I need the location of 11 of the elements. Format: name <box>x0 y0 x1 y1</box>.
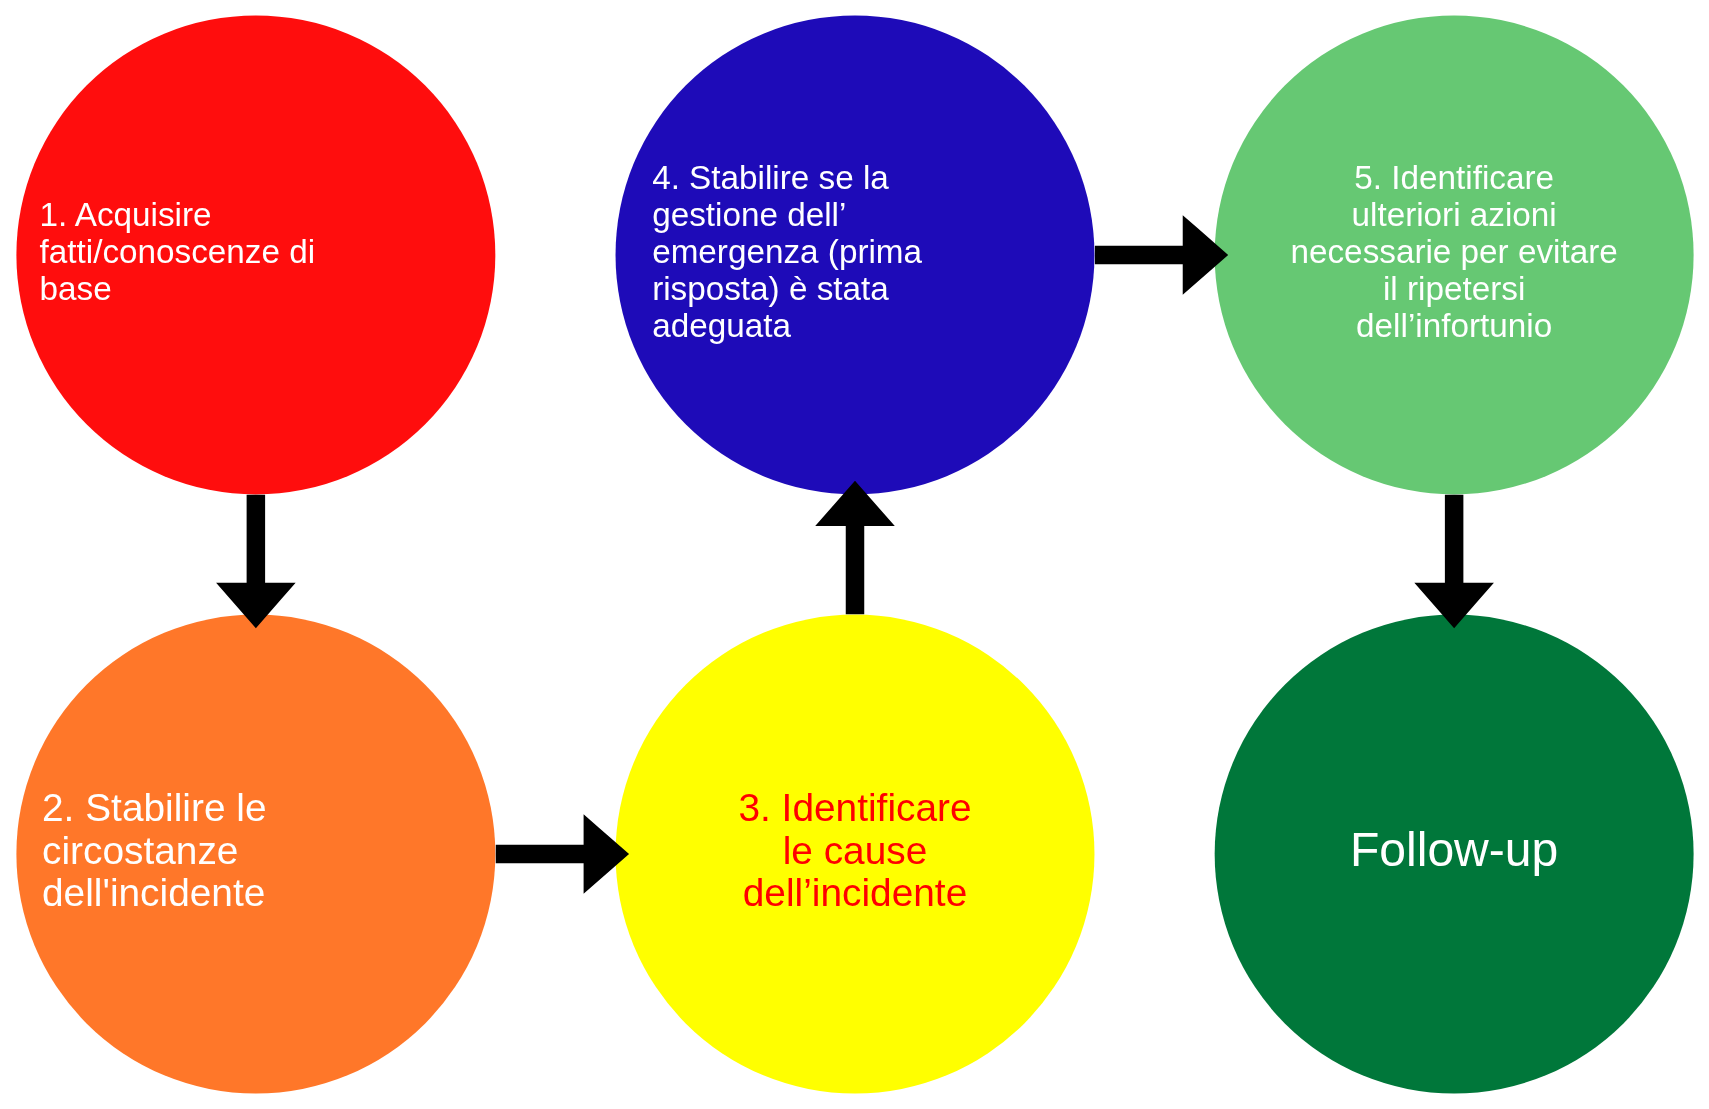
arrow <box>215 494 296 629</box>
arrow <box>1413 494 1494 629</box>
arrow <box>814 480 895 615</box>
node-circle: 5. Identificare ulteriori azioni necessarie per evitare il ripetersi dell’infortunio <box>1214 15 1694 495</box>
node-circle: 3. Identificare le cause dell’incidente <box>615 614 1094 1094</box>
node-circle: 4. Stabilire se la gestione dell’ emergenza (prima risposta) è stata adeguata <box>615 15 1094 495</box>
node-circle: 1. Acquisire fatti/conoscenze di base <box>15 15 495 495</box>
node-circle: 2. Stabilire le circostanze dell'incidente <box>15 614 495 1094</box>
node-circle: Follow-up <box>1214 614 1694 1094</box>
arrow <box>495 814 629 894</box>
arrow <box>1094 215 1228 295</box>
